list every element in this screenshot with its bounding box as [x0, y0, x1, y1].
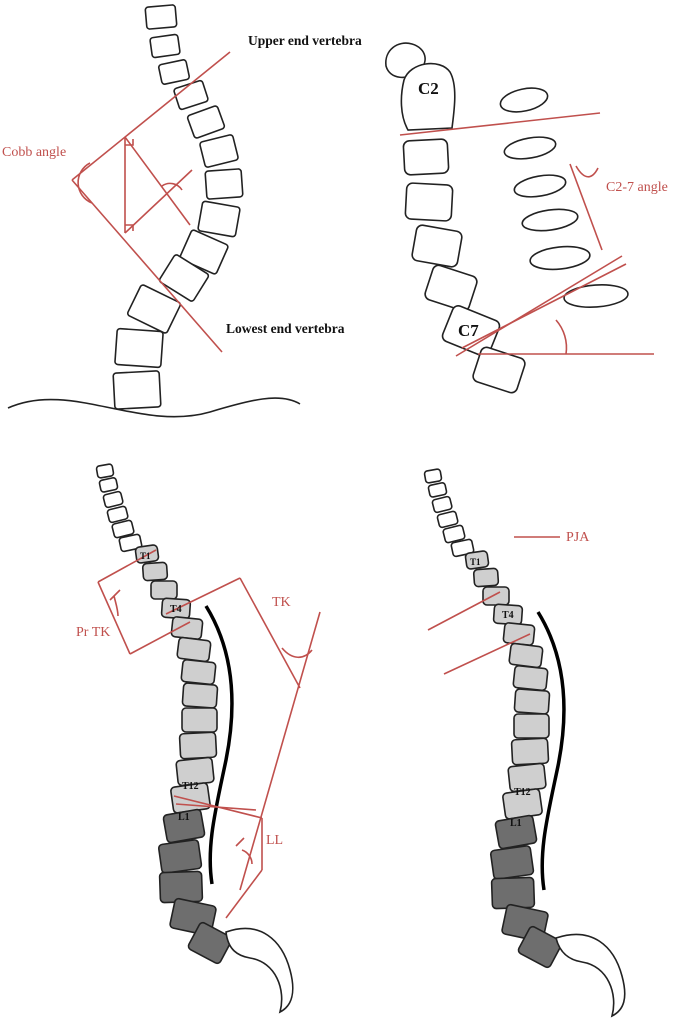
sacrum: [555, 933, 626, 1018]
pr-tk-label: Pr TK: [76, 625, 110, 640]
left-spine-vertebrae: [95, 463, 294, 1014]
pja-lines: [427, 536, 560, 675]
vertebra: [173, 79, 209, 111]
cobb-panel: Cobb angle Upper end vertebra Lowest end…: [2, 4, 362, 418]
left-measurement-lines: [97, 549, 321, 919]
t12-label-left: T12: [182, 781, 199, 792]
right-spine-vertebrae: [423, 468, 626, 1018]
vertebra: [112, 370, 162, 410]
vertebra: [402, 138, 450, 176]
vertebra: [186, 105, 226, 139]
l1-label-right: L1: [510, 818, 522, 829]
spinous-process: [503, 136, 557, 160]
vertebra: [424, 264, 478, 312]
vertebra: [158, 254, 210, 302]
c2-7-angle-label: C2-7 angle: [606, 180, 668, 195]
t1-label-left: T1: [140, 551, 151, 561]
ll-label: LL: [266, 833, 283, 848]
vertebra: [157, 59, 191, 85]
c2-7-construction-lines: [399, 112, 654, 357]
sacrum: [225, 927, 294, 1014]
t12-label-right: T12: [514, 787, 531, 798]
t1-vertebra: [472, 346, 526, 394]
cervical-panel: C2 C7 C2-7 angle: [385, 42, 668, 394]
c7-label: C7: [458, 321, 479, 340]
t4-label-left: T4: [170, 604, 182, 615]
vertebra: [199, 134, 239, 168]
cobb-construction-lines: [71, 51, 231, 353]
spinous-process: [513, 174, 567, 198]
t1-label-right: T1: [470, 557, 481, 567]
right-spine-curve: [536, 611, 566, 891]
pelvis-curve: [7, 397, 301, 418]
left-spine-curve: [204, 605, 234, 885]
vertebra: [404, 182, 454, 222]
l1-label-left: L1: [178, 812, 190, 823]
tk-label: TK: [272, 595, 291, 610]
lowest-end-vertebra-label: Lowest end vertebra: [226, 321, 345, 336]
vertebra: [114, 327, 164, 369]
vertebra: [179, 229, 229, 275]
vertebra: [144, 4, 178, 30]
coronal-vertebrae: [112, 4, 244, 410]
c7-vertebra: [441, 305, 501, 357]
spinous-process: [499, 87, 549, 113]
vertebra: [149, 33, 181, 59]
c2-label: C2: [418, 79, 439, 98]
vertebra: [411, 224, 463, 268]
spinous-process: [563, 284, 629, 308]
upper-end-vertebra-label: Upper end vertebra: [248, 33, 362, 48]
cobb-angle-label: Cobb angle: [2, 145, 66, 160]
sagittal-panel-left: Pr TK TK LL T1 T4 T12 L1: [76, 463, 321, 1014]
vertebra: [204, 168, 244, 200]
vertebra: [126, 284, 182, 334]
spinous-process: [529, 245, 591, 271]
c2-vertebra: [400, 62, 456, 131]
cervical-vertebrae: [385, 42, 629, 394]
t4-label-right: T4: [502, 610, 514, 621]
spinous-process: [521, 208, 579, 232]
sagittal-panel-right: PJA T1 T4 T12 L1: [423, 468, 626, 1018]
vertebra: [197, 200, 241, 238]
pja-label: PJA: [566, 530, 590, 545]
